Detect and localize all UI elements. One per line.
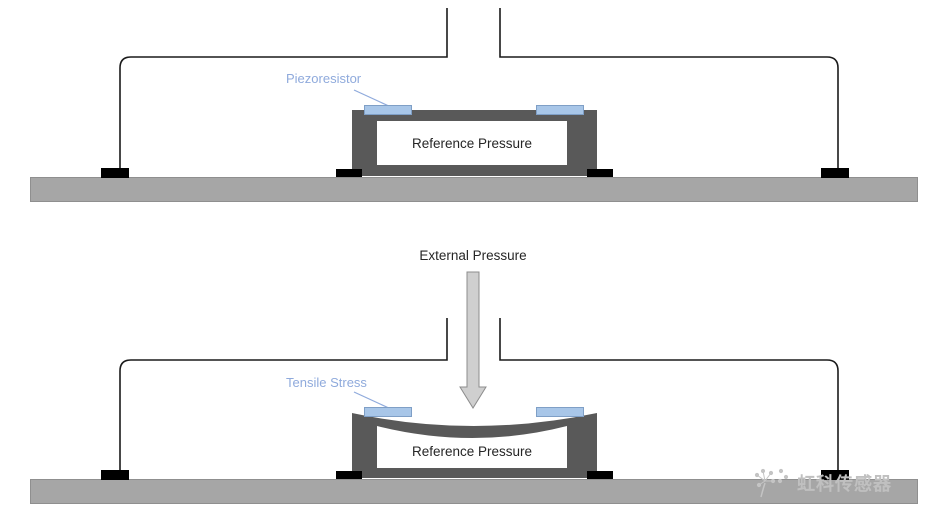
watermark-text: 虹科传感器	[797, 474, 892, 494]
piezoresistor-label: Piezoresistor	[286, 71, 362, 86]
piezoresistor-pointer-line	[353, 89, 392, 108]
bond-pad-bottom-right	[821, 470, 849, 480]
wire-bottom-right	[499, 318, 839, 471]
tensile-stress-pointer-line	[353, 391, 392, 410]
reference-pressure-cavity-bottom	[377, 426, 567, 468]
substrate-top	[30, 177, 918, 202]
external-pressure-label: External Pressure	[419, 248, 527, 263]
die-foot-top-left	[336, 169, 362, 177]
tensile-stress-label: Tensile Stress	[286, 375, 367, 390]
external-pressure-arrow	[459, 271, 487, 409]
dandelion-logo-icon	[754, 468, 789, 498]
wire-bottom-left	[119, 318, 448, 471]
reference-pressure-cavity-top: Reference Pressure	[377, 121, 567, 165]
reference-pressure-label-bottom: Reference Pressure	[411, 444, 533, 459]
piezoresistor-pad-bottom-left	[364, 407, 412, 417]
die-foot-bottom-left	[336, 471, 362, 479]
wire-top-left	[119, 8, 448, 169]
watermark: 虹科传感器	[753, 465, 892, 501]
piezoresistor-pad-top-left	[364, 105, 412, 115]
reference-pressure-label-top: Reference Pressure	[411, 135, 533, 151]
bond-pad-top-left	[101, 168, 129, 178]
die-foot-top-right	[587, 169, 613, 177]
piezoresistor-pad-bottom-right	[536, 407, 584, 417]
piezoresistor-pad-top-right	[536, 105, 584, 115]
bond-pad-bottom-left	[101, 470, 129, 480]
substrate-bottom	[30, 479, 918, 504]
die-foot-bottom-right	[587, 471, 613, 479]
bond-pad-top-right	[821, 168, 849, 178]
wire-top-right	[499, 8, 839, 169]
